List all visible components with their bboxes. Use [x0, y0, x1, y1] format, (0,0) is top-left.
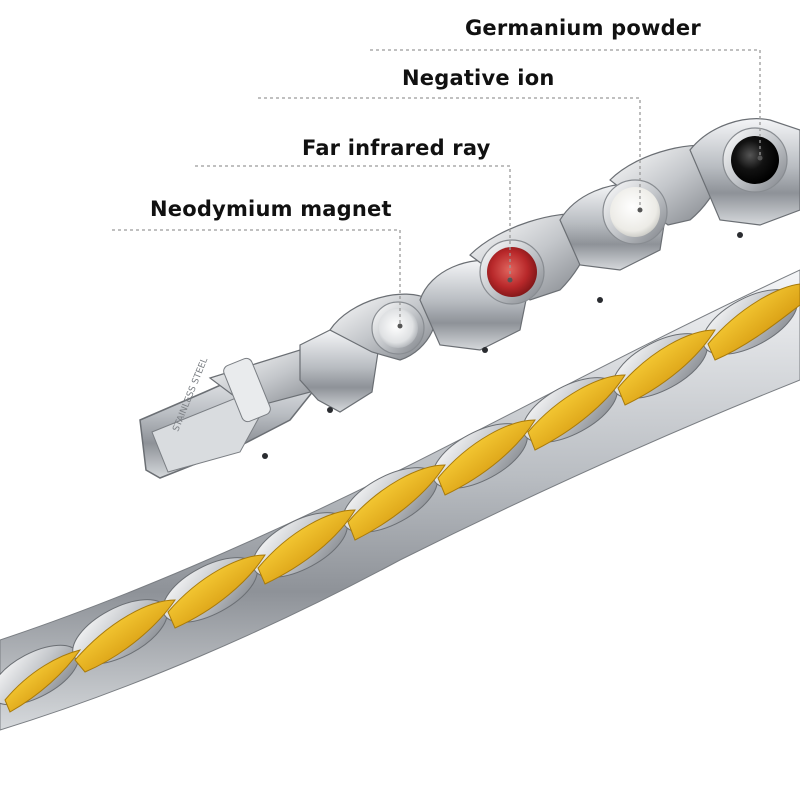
link-2: [419, 213, 591, 351]
germanium-powder-label: Germanium powder: [465, 16, 701, 40]
gold-waves: [4, 283, 800, 713]
negative-ion-leader-line: [258, 97, 641, 210]
neodymium-leader-line: [112, 229, 401, 326]
upper-bracelet: STAINLESS STEEL: [139, 118, 800, 479]
far-infrared-stone: [487, 247, 537, 297]
link-3: [559, 144, 723, 271]
link-1: [299, 293, 437, 413]
negative-ion-stone: [610, 187, 660, 237]
neodymium-magnet-label: Neodymium magnet: [150, 197, 392, 221]
callout-endpoints: [397, 155, 763, 329]
lower-bracelet: [0, 269, 800, 731]
germanium-leader-line: [370, 49, 761, 158]
link-4: [689, 118, 800, 226]
far-infrared-ray-label: Far infrared ray: [302, 136, 491, 160]
callout-lines: [112, 49, 761, 326]
neodymium-magnet-stone: [378, 308, 418, 348]
negative-ion-label: Negative ion: [402, 66, 555, 90]
germanium-stone: [731, 136, 779, 184]
far-infrared-leader-line: [195, 165, 511, 280]
